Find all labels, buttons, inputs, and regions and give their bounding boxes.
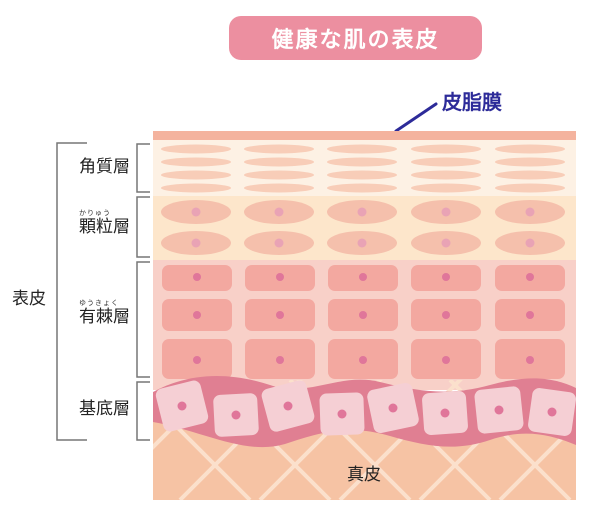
layer-label-granular: 顆粒層 [79, 217, 130, 237]
stratum-corneum-layer [153, 140, 576, 196]
epidermis-label: 表皮 [12, 289, 46, 309]
sebum-membrane-label: 皮脂膜 [442, 90, 502, 114]
granular-layer [153, 196, 576, 260]
layer-label-corneum: 角質層 [79, 157, 130, 177]
basal-layer [153, 375, 576, 448]
epidermis-bracket [56, 142, 87, 441]
basal-bracket [136, 381, 150, 441]
spinous-layer [153, 260, 576, 390]
granular-bracket [136, 196, 150, 258]
spinous-bracket [136, 261, 150, 378]
ruby-granular: かりゅう [79, 209, 111, 217]
dermis-label: 真皮 [347, 465, 381, 485]
title-badge: 健康な肌の表皮 [229, 16, 482, 60]
layer-label-basal: 基底層 [79, 399, 130, 419]
callout-pointer-line [394, 102, 438, 133]
corneum-bracket [136, 143, 150, 193]
ruby-spinous: ゆうきょく [79, 299, 119, 307]
sebum-layer [153, 131, 576, 140]
title-text: 健康な肌の表皮 [271, 28, 440, 53]
layer-label-spinous: 有棘層 [79, 307, 130, 327]
